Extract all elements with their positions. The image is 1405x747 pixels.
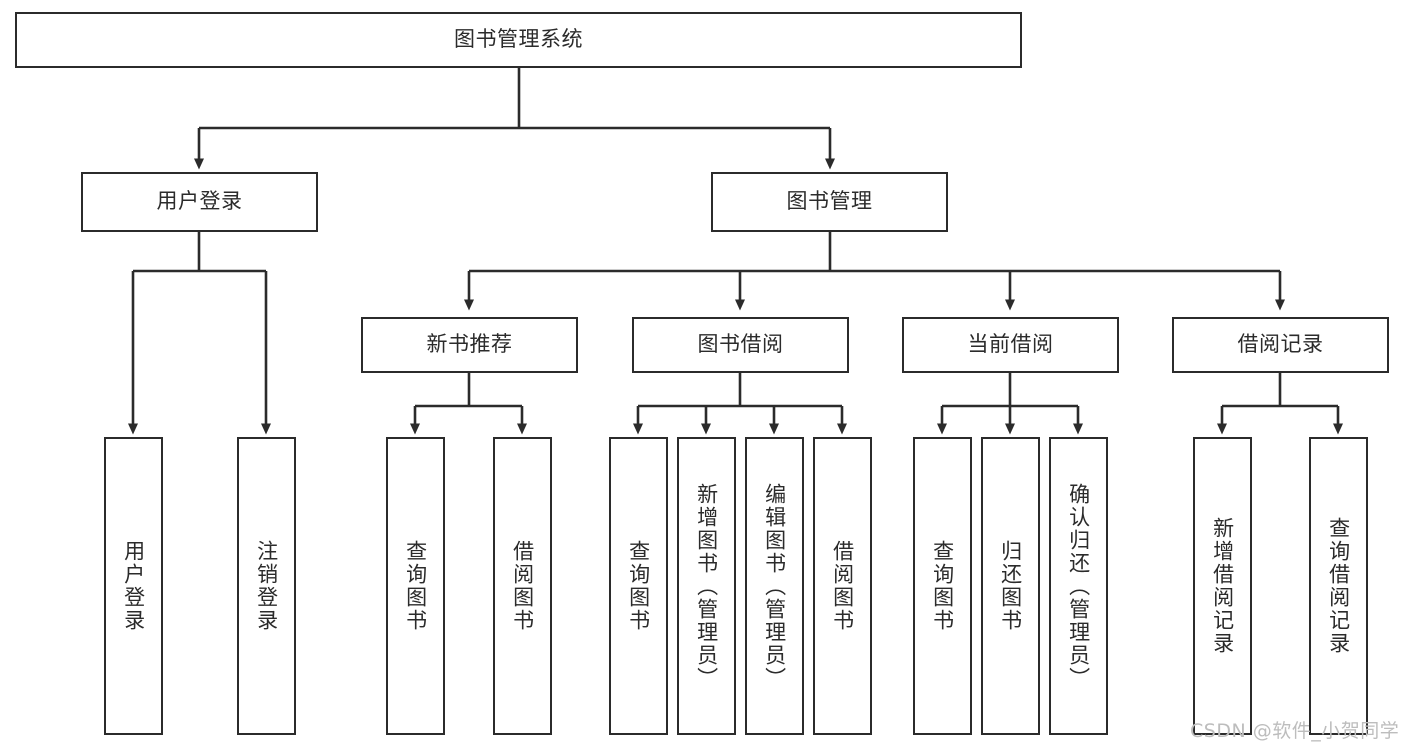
node-leaf-query-book-3-label: 查询图书 <box>930 540 955 632</box>
node-leaf-borrow-book-2-label: 借阅图书 <box>830 540 855 632</box>
node-new-book-recommend-label: 新书推荐 <box>426 332 513 357</box>
node-leaf-query-book-1-label: 查询图书 <box>403 540 428 632</box>
node-current-borrow-label: 当前借阅 <box>967 332 1054 357</box>
node-book-borrow[interactable]: 图书借阅 <box>632 317 849 373</box>
node-new-book-recommend[interactable]: 新书推荐 <box>361 317 578 373</box>
node-leaf-query-book-3[interactable]: 查询图书 <box>913 437 972 735</box>
node-leaf-add-borrow-record[interactable]: 新增借阅记录 <box>1193 437 1252 735</box>
node-leaf-add-book-admin-label: 新增图书（管理员） <box>694 482 719 690</box>
node-root[interactable]: 图书管理系统 <box>15 12 1022 68</box>
node-leaf-query-book-2[interactable]: 查询图书 <box>609 437 668 735</box>
node-leaf-add-book-admin[interactable]: 新增图书（管理员） <box>677 437 736 735</box>
node-leaf-edit-book-admin[interactable]: 编辑图书（管理员） <box>745 437 804 735</box>
node-leaf-logout-label: 注销登录 <box>254 540 279 632</box>
watermark: CSDN @软件_小贺同学 <box>1190 720 1400 742</box>
node-leaf-user-login-label: 用户登录 <box>121 540 146 632</box>
node-book-management-label: 图书管理 <box>786 189 873 214</box>
node-leaf-borrow-book-2[interactable]: 借阅图书 <box>813 437 872 735</box>
node-borrow-records-label: 借阅记录 <box>1237 332 1324 357</box>
node-leaf-edit-book-admin-label: 编辑图书（管理员） <box>762 482 787 690</box>
node-leaf-borrow-book-1-label: 借阅图书 <box>510 540 535 632</box>
node-user-login-label: 用户登录 <box>156 189 243 214</box>
node-leaf-query-borrow-record-label: 查询借阅记录 <box>1326 517 1351 655</box>
node-leaf-query-book-2-label: 查询图书 <box>626 540 651 632</box>
node-leaf-return-book-label: 归还图书 <box>998 540 1023 632</box>
node-book-borrow-label: 图书借阅 <box>697 332 784 357</box>
node-leaf-query-borrow-record[interactable]: 查询借阅记录 <box>1309 437 1368 735</box>
node-leaf-confirm-return-admin[interactable]: 确认归还（管理员） <box>1049 437 1108 735</box>
node-root-label: 图书管理系统 <box>454 27 583 52</box>
node-leaf-borrow-book-1[interactable]: 借阅图书 <box>493 437 552 735</box>
node-leaf-add-borrow-record-label: 新增借阅记录 <box>1210 517 1235 655</box>
node-leaf-logout[interactable]: 注销登录 <box>237 437 296 735</box>
node-user-login[interactable]: 用户登录 <box>81 172 318 232</box>
node-leaf-user-login[interactable]: 用户登录 <box>104 437 163 735</box>
node-leaf-return-book[interactable]: 归还图书 <box>981 437 1040 735</box>
node-borrow-records[interactable]: 借阅记录 <box>1172 317 1389 373</box>
node-leaf-query-book-1[interactable]: 查询图书 <box>386 437 445 735</box>
node-book-management[interactable]: 图书管理 <box>711 172 948 232</box>
node-leaf-confirm-return-admin-label: 确认归还（管理员） <box>1066 482 1091 690</box>
node-current-borrow[interactable]: 当前借阅 <box>902 317 1119 373</box>
